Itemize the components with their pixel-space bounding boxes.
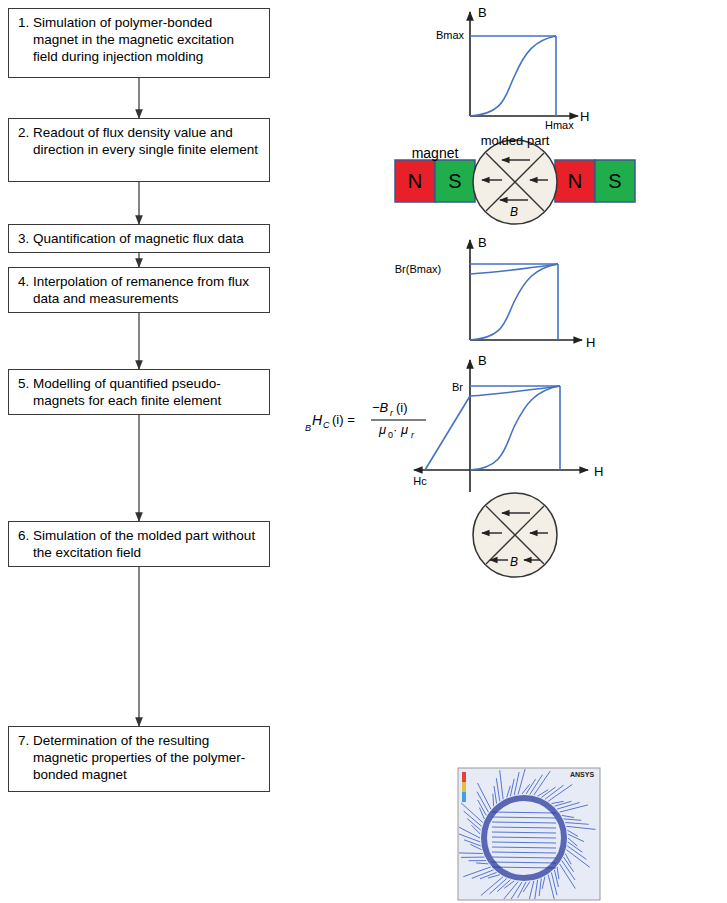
diagram-label: Bmax xyxy=(436,30,464,41)
process-box: 1. Simulation of polymer-bonded magnet i… xyxy=(8,8,270,78)
molded-part-circle xyxy=(473,493,557,577)
diagram-label: H xyxy=(580,110,589,123)
flow-arrow xyxy=(138,182,139,224)
diagram-label: magnet xyxy=(412,146,459,160)
bh-chart-2 xyxy=(470,240,582,340)
flow-arrow xyxy=(138,567,139,726)
diagram-label: H xyxy=(594,465,603,478)
process-box: 6. Simulation of the molded part without… xyxy=(8,521,270,567)
diagram-label: μ xyxy=(379,423,386,436)
step-text: 7. Determination of the resulting magnet… xyxy=(33,732,261,783)
flow-arrow xyxy=(138,78,139,118)
diagram-label: 0 xyxy=(388,431,393,440)
step-text: 1. Simulation of polymer-bonded magnet i… xyxy=(33,14,261,65)
diagram-label: B xyxy=(478,236,487,249)
process-box: 4. Interpolation of remanence from flux … xyxy=(8,267,270,313)
step-text: 4. Interpolation of remanence from flux … xyxy=(33,273,261,307)
step-text: 2. Readout of flux density value and dir… xyxy=(33,124,261,158)
step-text: 5. Modelling of quantified pseudo-magnet… xyxy=(33,375,261,409)
diagram-label: −B xyxy=(372,401,388,414)
process-box: 7. Determination of the resulting magnet… xyxy=(8,726,270,792)
diagram-label: molded part xyxy=(481,134,550,147)
diagram-label: Br xyxy=(452,382,463,393)
diagram-label: B xyxy=(478,6,487,19)
diagram-label: H xyxy=(586,336,595,349)
field-simulation-image xyxy=(458,768,600,900)
diagram-label: N xyxy=(408,171,422,191)
process-box: 3. Quantification of magnetic flux data xyxy=(8,224,270,253)
diagram-label: S xyxy=(608,171,621,191)
bh-chart-1 xyxy=(470,12,578,116)
flow-arrow xyxy=(138,313,139,369)
bh-chart-3 xyxy=(371,360,588,492)
step-text: 3. Quantification of magnetic flux data xyxy=(33,230,261,247)
diagram-label: ANSYS xyxy=(570,771,594,778)
diagram-label: Hc xyxy=(413,476,426,487)
process-box: 2. Readout of flux density value and dir… xyxy=(8,118,270,182)
diagram-label: B xyxy=(478,354,487,367)
diagram-label: N xyxy=(568,171,582,191)
diagram-label: · μ xyxy=(393,423,408,436)
diagram-label: H xyxy=(312,413,322,427)
step-text: 6. Simulation of the molded part without… xyxy=(33,527,261,561)
diagram-label: (i) = xyxy=(332,413,355,426)
diagram-label: C xyxy=(323,421,330,430)
diagram-label: r xyxy=(390,409,393,418)
diagram-label: (i) xyxy=(396,401,408,414)
diagram-label: Hmax xyxy=(545,120,574,131)
diagram-label: B xyxy=(510,556,518,568)
diagram-label: r xyxy=(411,431,414,440)
flow-arrow xyxy=(138,253,139,267)
magnet-setup xyxy=(395,140,635,224)
process-box: 5. Modelling of quantified pseudo-magnet… xyxy=(8,369,270,415)
diagram-label: B xyxy=(510,206,518,218)
diagram-label: Br(Bmax) xyxy=(395,264,441,275)
diagram-label: S xyxy=(448,171,461,191)
flow-arrow xyxy=(138,415,139,521)
diagram-label: B xyxy=(305,424,311,433)
